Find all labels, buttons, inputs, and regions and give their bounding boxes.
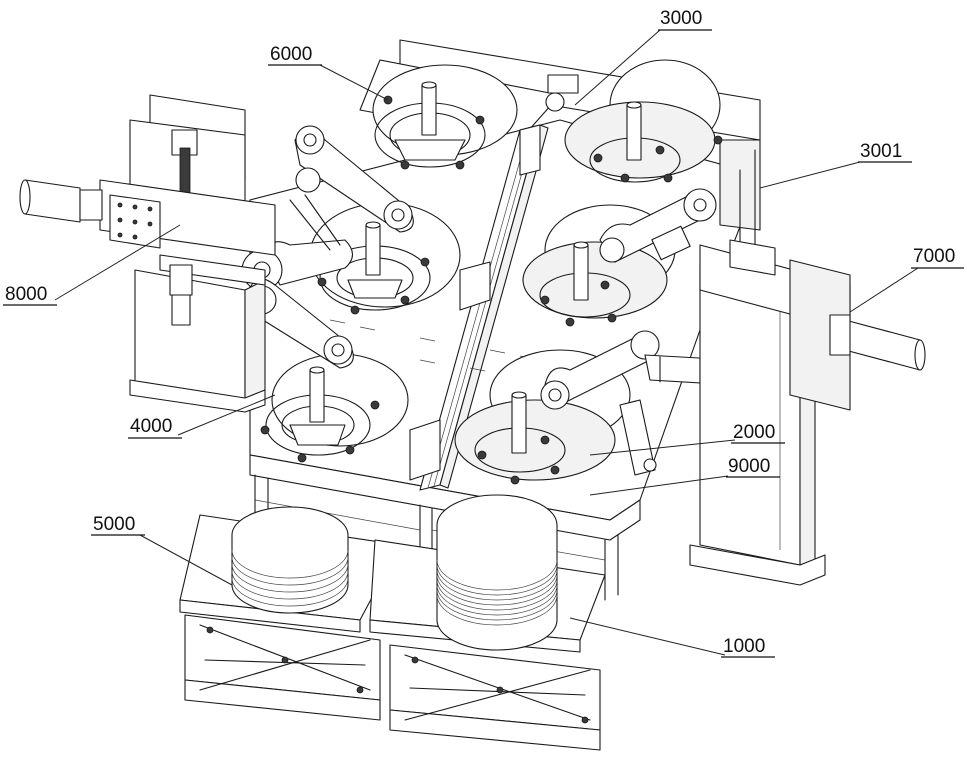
label-4000: 4000 (128, 416, 182, 438)
svg-text:3001: 3001 (860, 141, 902, 162)
svg-text:8000: 8000 (5, 284, 47, 305)
svg-text:9000: 9000 (728, 456, 770, 477)
svg-text:6000: 6000 (270, 44, 312, 65)
label-5000: 5000 (91, 514, 145, 535)
label-8000: 8000 (3, 284, 57, 305)
svg-text:5000: 5000 (93, 514, 135, 535)
label-3001: 3001 (858, 141, 912, 162)
label-6000: 6000 (268, 44, 322, 65)
scissor-lift-right (390, 645, 600, 750)
label-3000: 3000 (658, 8, 712, 30)
svg-text:4000: 4000 (130, 416, 172, 437)
svg-text:7000: 7000 (913, 246, 955, 267)
linear-module-left (20, 95, 275, 412)
label-7000: 7000 (911, 246, 964, 268)
linear-module-right (690, 240, 925, 585)
svg-text:3000: 3000 (660, 8, 702, 29)
label-1000: 1000 (721, 636, 775, 657)
stack-left-5000 (180, 507, 400, 632)
svg-text:2000: 2000 (733, 422, 775, 443)
svg-text:1000: 1000 (723, 636, 765, 657)
